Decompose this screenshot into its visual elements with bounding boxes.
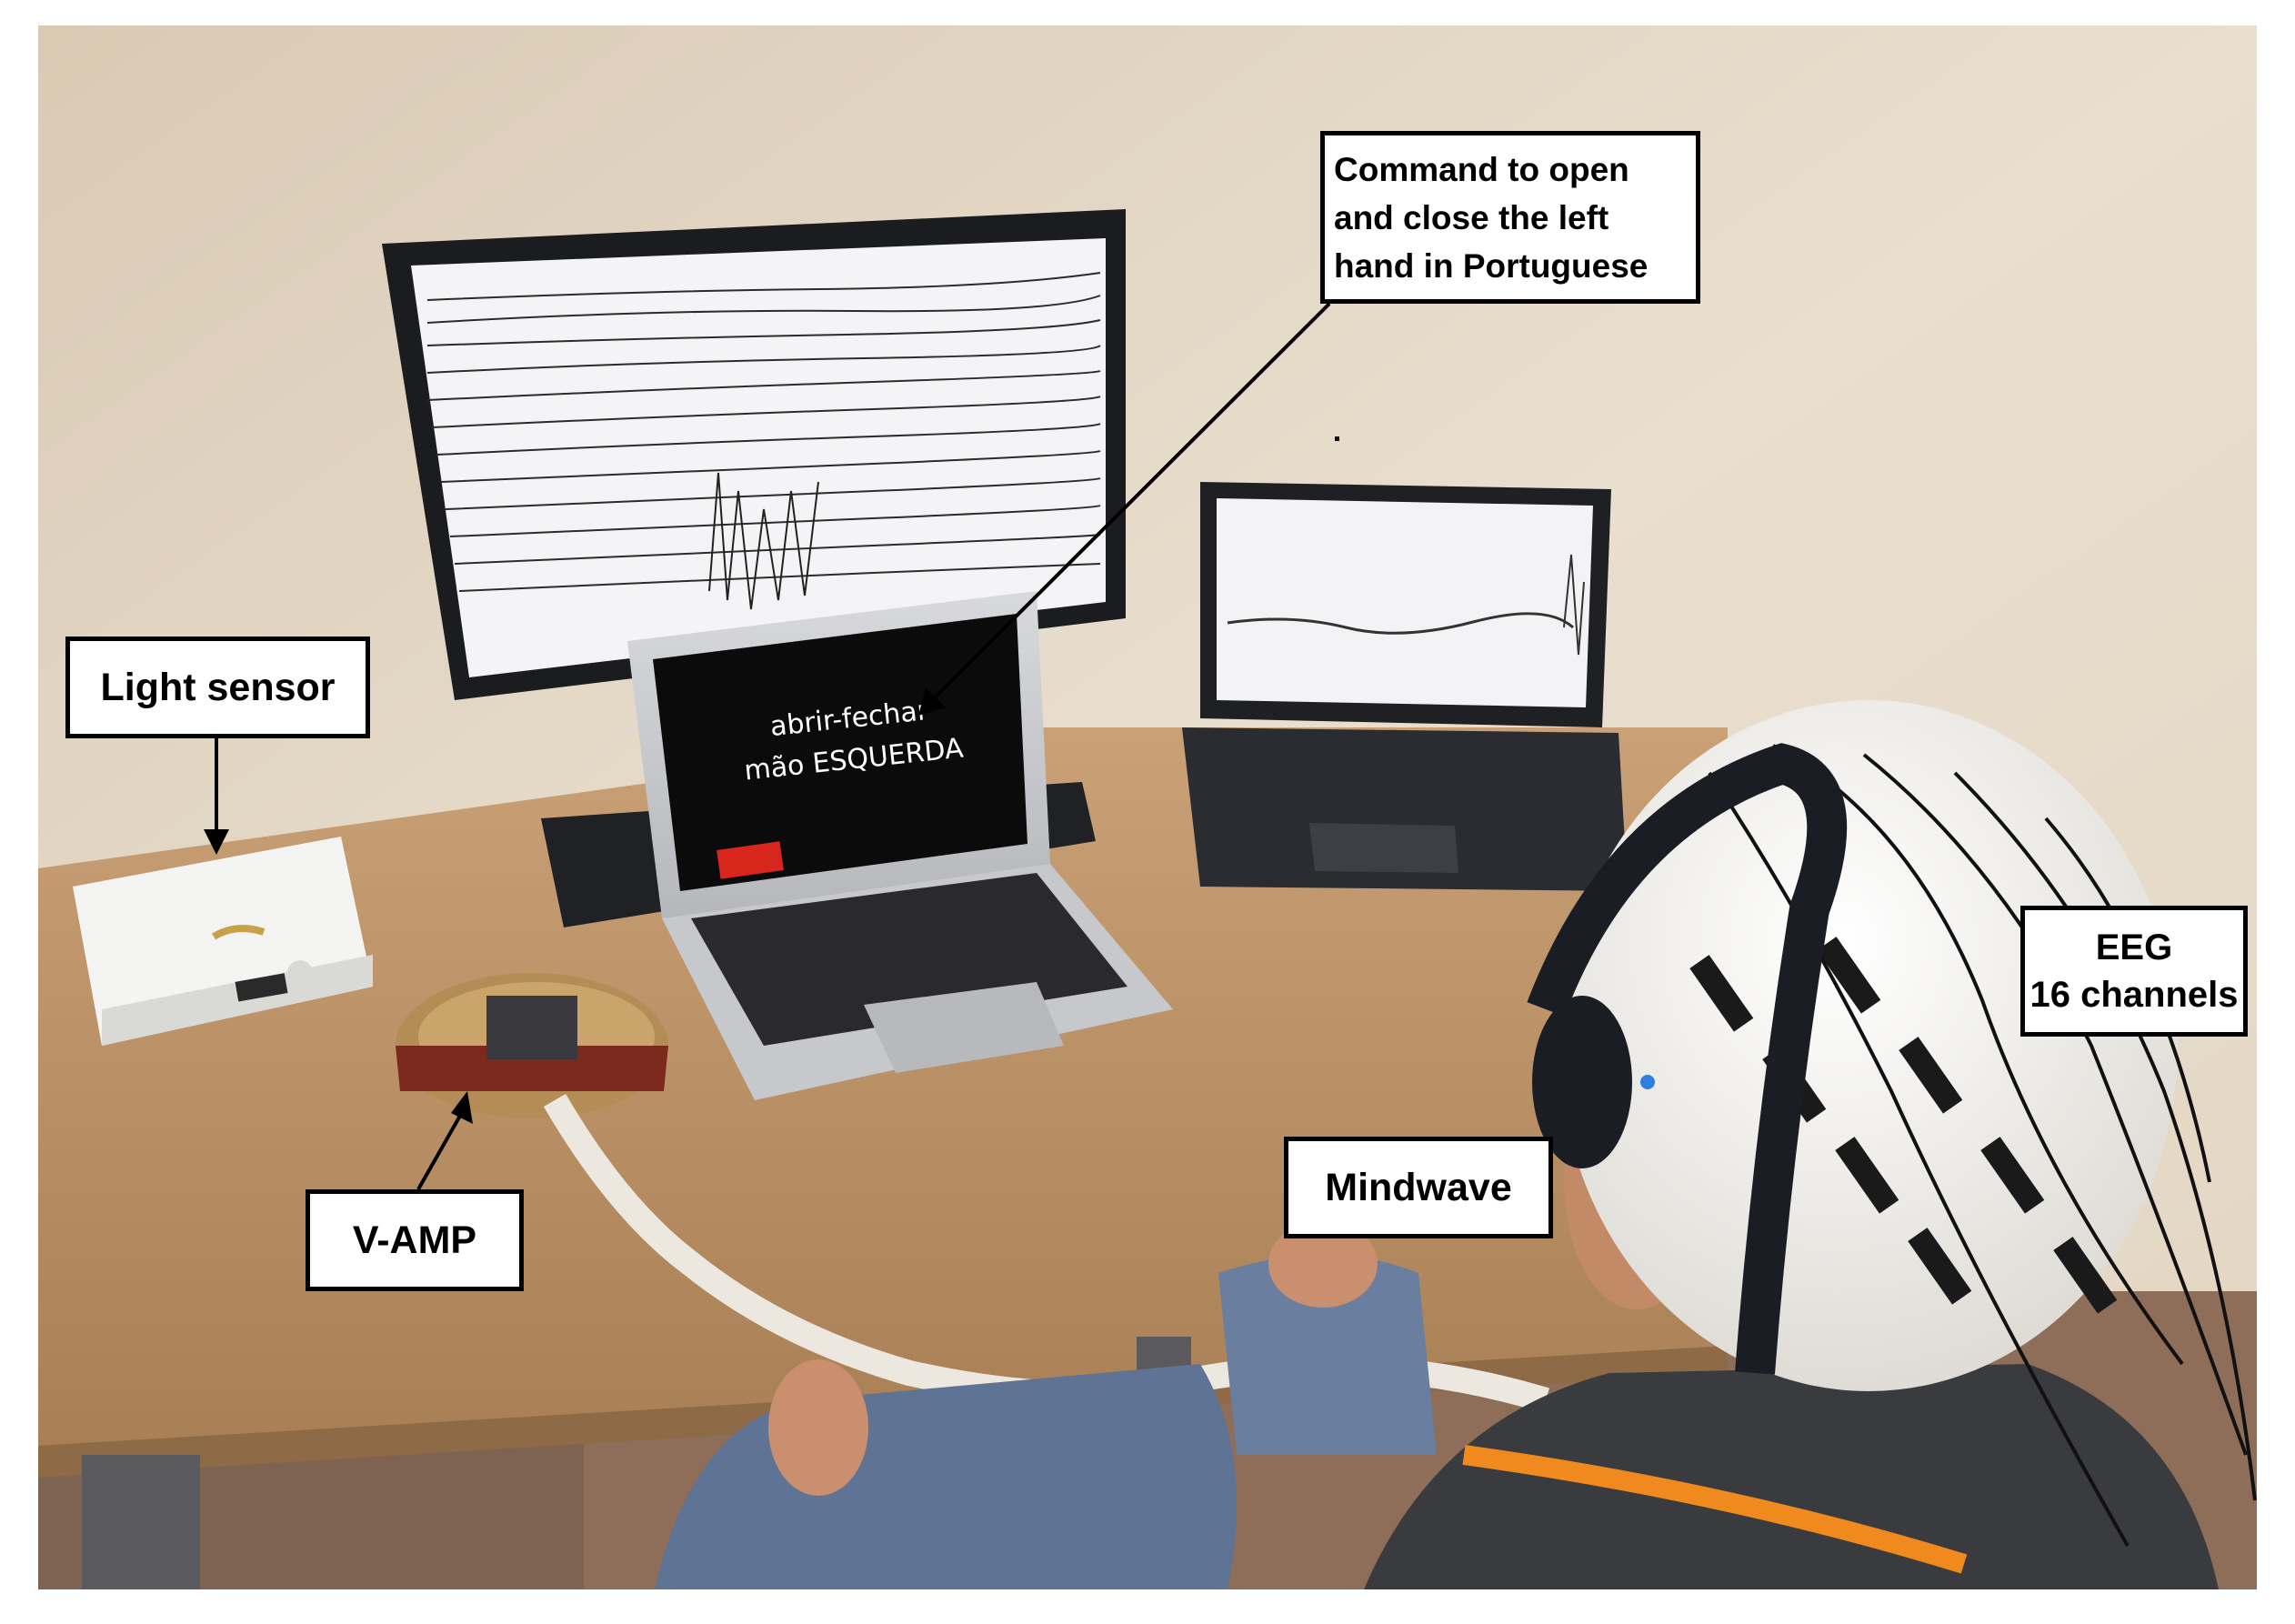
macbook-laptop: abrir-fechar mão ESQUERDA (627, 591, 1173, 1100)
command-callout-line3: hand in Portuguese (1334, 246, 1649, 285)
vamp-amplifier (396, 973, 668, 1118)
vamp-callout: V-AMP (306, 1189, 524, 1291)
vamp-arrowhead (451, 1091, 473, 1124)
light-sensor-label: Light sensor (100, 665, 336, 709)
desktop-monitor (382, 209, 1126, 700)
mindwave-headset (1527, 743, 1848, 1375)
command-arrowhead (918, 687, 946, 716)
command-callout: Command to open and close the left hand … (1320, 131, 1700, 304)
participant (655, 700, 2257, 1589)
command-callout-line2: and close the left (1334, 198, 1609, 236)
samsung-laptop (1182, 482, 1628, 891)
light-arrowhead (204, 829, 229, 855)
eeg-callout: EEG 16 channels (2020, 906, 2248, 1037)
command-callout-line1: Command to open (1334, 150, 1629, 188)
vamp-arrow-line (416, 1108, 466, 1190)
mindwave-callout: Mindwave (1284, 1137, 1553, 1238)
vamp-label: V-AMP (352, 1218, 477, 1262)
eeg-label-line1: EEG (2095, 927, 2173, 967)
command-arrow-line (926, 302, 1331, 707)
cedrus-box (73, 837, 373, 1046)
red-tape-light-sensor (717, 841, 784, 879)
eeg-label-line2: 16 channels (2029, 975, 2239, 1015)
light-sensor-callout: Light sensor (65, 637, 370, 738)
mindwave-label: Mindwave (1325, 1165, 1512, 1209)
